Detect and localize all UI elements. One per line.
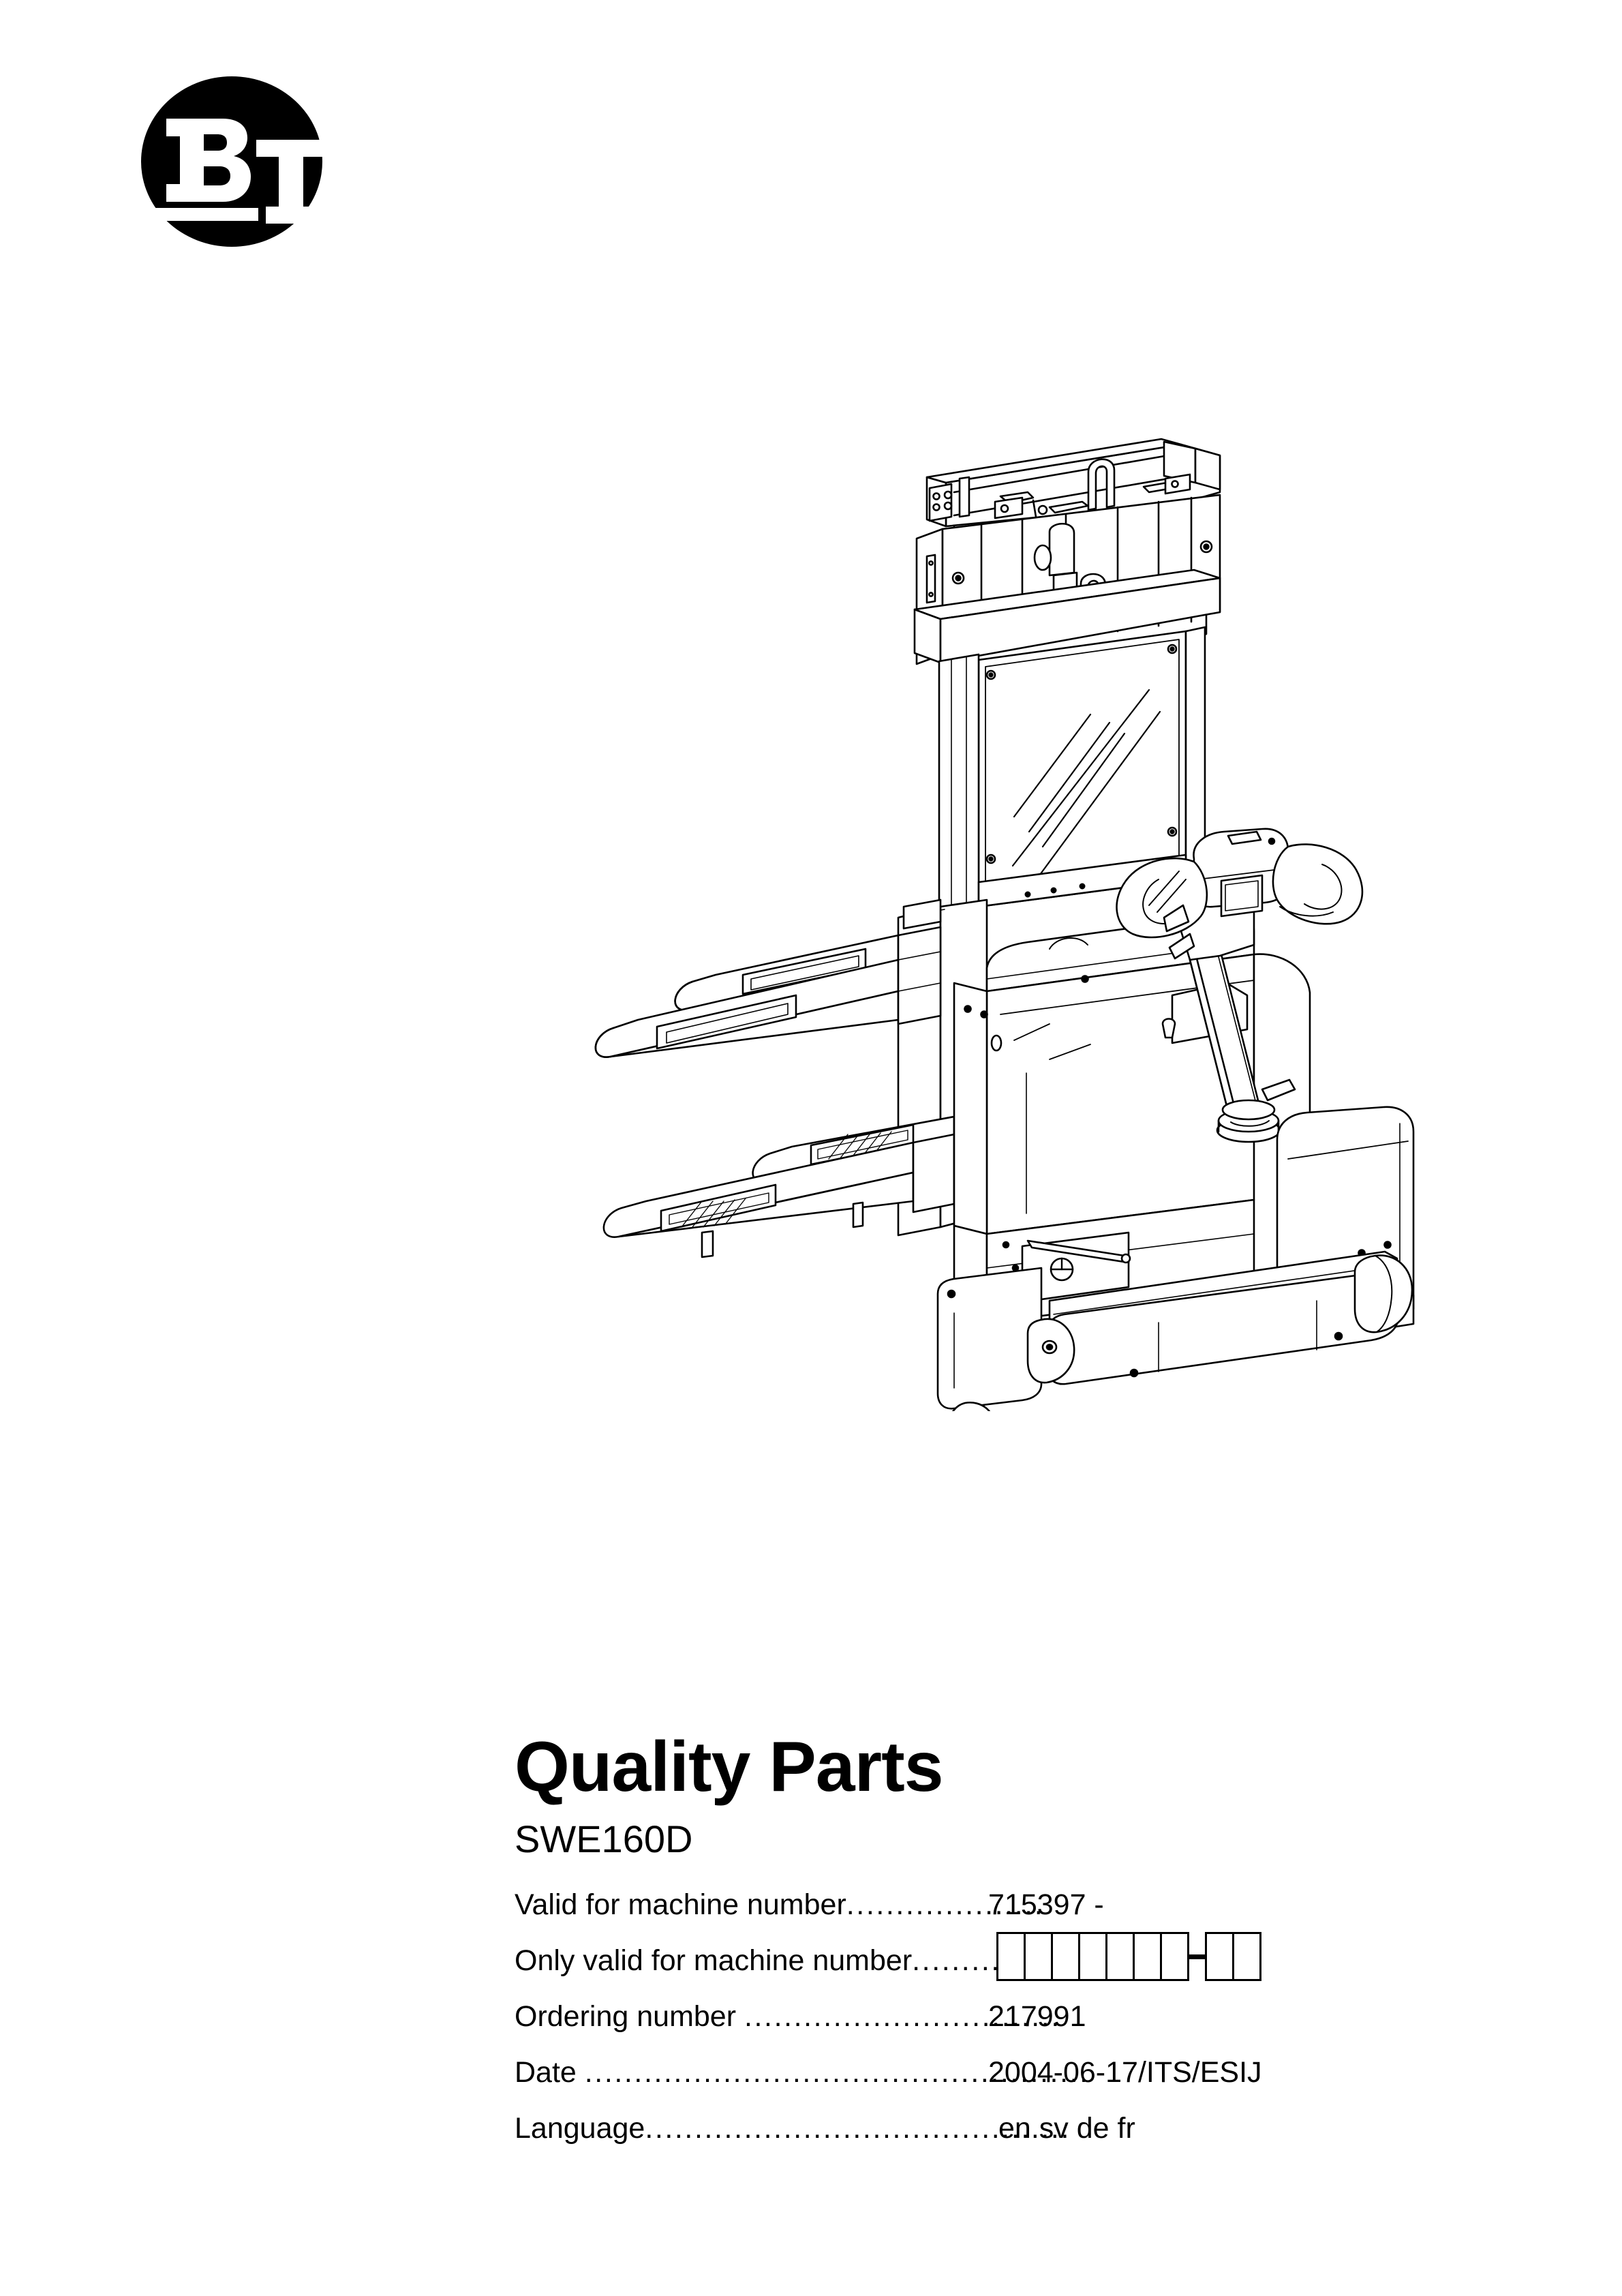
- machine-number-box-9[interactable]: [1232, 1932, 1261, 1981]
- detail-value-language: en sv de fr: [998, 2112, 1135, 2145]
- detail-label-date: Date ...................................…: [515, 2056, 1090, 2089]
- chassis-body: [953, 913, 1311, 1235]
- drive-unit-base: [936, 1198, 1413, 1411]
- dot-leader: ........................................…: [645, 2112, 1071, 2145]
- label-text: Language: [515, 2112, 645, 2145]
- machine-number-box-2[interactable]: [1024, 1932, 1053, 1981]
- logo-letter-b: [166, 119, 251, 202]
- machine-number-box-4[interactable]: [1078, 1932, 1107, 1981]
- detail-value-date: 2004-06-17/ITS/ESIJ: [988, 2056, 1262, 2089]
- tiller-arm: [1116, 828, 1364, 1143]
- glass-highlight-lines: [1011, 689, 1161, 889]
- dot-leader: ................................: [744, 2000, 1061, 2033]
- logo-letter-t: [256, 140, 326, 224]
- detail-value-valid-for-machine-number: 715397 -: [988, 1888, 1104, 1921]
- upper-fork-arms: [594, 926, 942, 1058]
- machine-number-box-5[interactable]: [1105, 1932, 1135, 1981]
- machine-number-box-7[interactable]: [1160, 1932, 1189, 1981]
- bt-logo-svg: [141, 76, 326, 247]
- detail-row-language: Language................................…: [515, 2112, 1469, 2145]
- detail-row-ordering-number: Ordering number ........................…: [515, 2000, 1469, 2033]
- label-text: Ordering number: [515, 2000, 744, 2033]
- panel-screws: [985, 644, 1178, 864]
- machine-number-box-1[interactable]: [996, 1932, 1026, 1981]
- machine-number-boxes[interactable]: [996, 1932, 1261, 1981]
- machine-number-box-6[interactable]: [1133, 1932, 1162, 1981]
- detail-row-valid-for-machine-number: Valid for machine number................…: [515, 1888, 1469, 1921]
- detail-label-ordering-number: Ordering number ........................…: [515, 2000, 1061, 2033]
- mast-bolts: [951, 540, 1213, 585]
- detail-row-date: Date ...................................…: [515, 2056, 1469, 2089]
- model-designation: SWE160D: [515, 1817, 693, 1860]
- detail-label-language: Language................................…: [515, 2112, 1071, 2145]
- detail-row-only-valid-for-machine-number: Only valid for machine number...........…: [515, 1932, 1469, 1981]
- cover-text-block: Quality Parts SWE160D Valid for machine …: [515, 1732, 1469, 2145]
- label-text: Date: [515, 2056, 585, 2089]
- dot-leader: ....................: [846, 1888, 1045, 1921]
- detail-label-valid-for-machine-number: Valid for machine number................…: [515, 1888, 1044, 1921]
- dot-leader: ........................................…: [584, 2056, 1090, 2089]
- logo-underbar: [153, 208, 258, 221]
- label-text: Valid for machine number: [515, 1888, 846, 1921]
- detail-label-only-valid-for-machine-number: Only valid for machine number...........…: [515, 1944, 1030, 1977]
- bt-logo: [136, 75, 334, 249]
- pallet-stacker-line-drawing: [594, 438, 1415, 1411]
- machine-number-box-3[interactable]: [1051, 1932, 1080, 1981]
- machine-number-separator-dash: [1189, 1954, 1207, 1959]
- detail-value-ordering-number: 217991: [988, 2000, 1086, 2033]
- machine-number-box-8[interactable]: [1205, 1932, 1234, 1981]
- mast-assembly: [913, 438, 1221, 683]
- pallet-stacker-illustration: [572, 429, 1424, 1411]
- lower-support-legs: [602, 1108, 988, 1258]
- page-title: Quality Parts: [515, 1727, 944, 1807]
- label-text: Only valid for machine number: [515, 1944, 913, 1977]
